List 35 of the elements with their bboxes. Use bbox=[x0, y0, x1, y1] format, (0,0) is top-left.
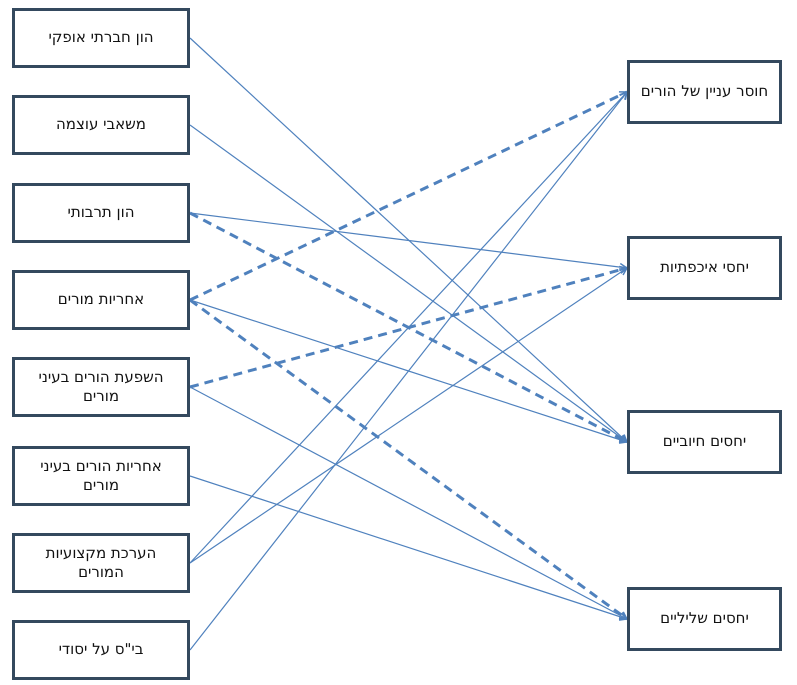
arrow bbox=[189, 298, 628, 620]
concept-box bbox=[12, 357, 190, 417]
arrow bbox=[190, 475, 628, 621]
arrow bbox=[190, 91, 628, 564]
concept-box bbox=[12, 533, 190, 593]
box-label: יחסים חיוביים bbox=[662, 432, 746, 452]
box-label: השפעת הורים בעיני מורים bbox=[37, 368, 165, 406]
concept-box bbox=[627, 60, 782, 124]
arrow bbox=[190, 124, 628, 443]
box-label: אחריות מורים bbox=[58, 290, 144, 310]
arrow bbox=[190, 38, 628, 443]
box-label: הון תרבותי bbox=[67, 203, 135, 223]
concept-box bbox=[12, 270, 190, 330]
box-label: יחסי איכפתיות bbox=[660, 258, 749, 278]
concept-box bbox=[12, 446, 190, 506]
arrow bbox=[190, 267, 628, 564]
arrow bbox=[189, 90, 628, 302]
concept-box bbox=[627, 410, 782, 474]
box-label: חוסר עניין של הורים bbox=[640, 82, 768, 102]
box-label: משאבי עוצמה bbox=[56, 115, 146, 135]
box-label: בי"ס על יסודי bbox=[58, 640, 144, 660]
arrow bbox=[190, 386, 628, 620]
concept-box bbox=[12, 183, 190, 243]
arrow bbox=[190, 91, 628, 650]
arrow bbox=[189, 212, 628, 444]
concept-box bbox=[12, 620, 190, 680]
box-label: הון חברתי אופקי bbox=[48, 28, 154, 48]
concept-box bbox=[627, 236, 782, 300]
box-label: יחסים שליליים bbox=[660, 609, 749, 629]
box-label: הערכת מקצועיות המורים bbox=[44, 544, 158, 582]
concept-box bbox=[627, 587, 782, 651]
concept-box bbox=[12, 8, 190, 68]
concept-box bbox=[12, 95, 190, 155]
arrow bbox=[190, 266, 628, 388]
box-label: אחריות הורים בעיני מורים bbox=[39, 456, 163, 496]
